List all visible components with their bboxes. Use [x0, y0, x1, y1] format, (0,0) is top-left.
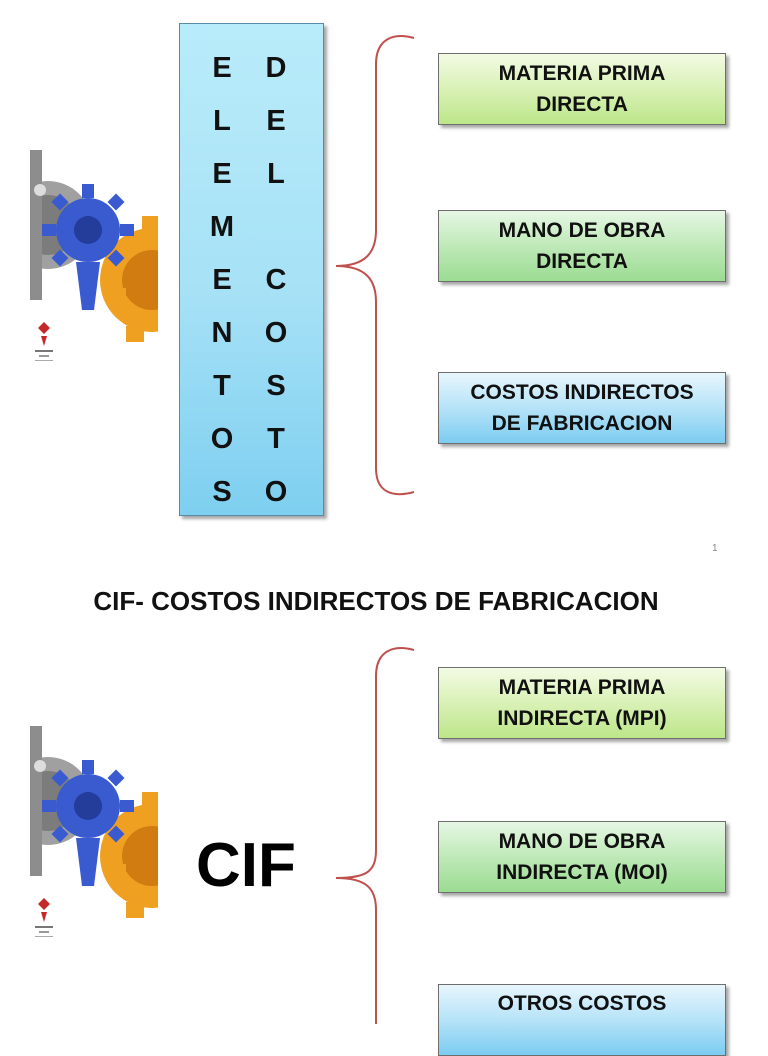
elementos-del-costo-box: E L E M E N T O S D E L C O S T O — [179, 23, 324, 516]
letter: N — [211, 317, 233, 349]
item-materia-prima-directa: MATERIA PRIMA DIRECTA — [438, 53, 726, 125]
letter: E — [212, 158, 232, 190]
item-mano-de-obra-indirecta: MANO DE OBRA INDIRECTA (MOI) — [438, 821, 726, 893]
item-materia-prima-indirecta: MATERIA PRIMA INDIRECTA (MPI) — [438, 667, 726, 739]
item-line: MANO DE OBRA — [498, 219, 666, 242]
curly-brace — [335, 647, 415, 1024]
gears-logo-image — [30, 150, 158, 372]
item-line: INDIRECTA (MOI) — [496, 861, 668, 884]
letter — [256, 201, 296, 254]
letter: M — [209, 211, 235, 243]
gears-logo-image — [30, 726, 158, 948]
cif-label: CIF — [196, 831, 296, 900]
letter: L — [267, 158, 285, 190]
item-mano-de-obra-directa: MANO DE OBRA DIRECTA — [438, 210, 726, 282]
letter: O — [264, 476, 288, 508]
brand-logo-icon — [35, 322, 53, 361]
item-line: MANO DE OBRA — [498, 830, 666, 853]
letter: S — [266, 370, 286, 402]
letter: E — [212, 264, 232, 296]
item-line: COSTOS INDIRECTOS — [470, 381, 694, 404]
page-number: 1 — [712, 543, 718, 554]
letter: O — [210, 423, 234, 455]
item-line: DE FABRICACION — [491, 412, 673, 435]
vertical-words-del-costo: D E L C O S T O — [256, 42, 296, 519]
item-line: OTROS COSTOS — [497, 992, 667, 1015]
curly-brace — [335, 35, 415, 496]
item-otros-costos: OTROS COSTOS — [438, 984, 726, 1056]
letter: S — [212, 476, 232, 508]
item-costos-indirectos: COSTOS INDIRECTOS DE FABRICACION — [438, 372, 726, 444]
letter: E — [212, 52, 232, 84]
letter: T — [213, 370, 231, 402]
slide-title: CIF- COSTOS INDIRECTOS DE FABRICACION — [93, 586, 659, 616]
letter: T — [267, 423, 285, 455]
letter: L — [213, 105, 231, 137]
slide-2: CIF- COSTOS INDIRECTOS DE FABRICACION — [0, 560, 768, 1056]
letter: O — [264, 317, 288, 349]
item-line: MATERIA PRIMA — [498, 62, 666, 85]
item-line: DIRECTA — [536, 250, 628, 273]
vertical-word-elementos: E L E M E N T O S — [202, 42, 242, 519]
letter: C — [265, 264, 287, 296]
item-line: INDIRECTA (MPI) — [497, 707, 667, 730]
letter: D — [265, 52, 287, 84]
slide-1: E L E M E N T O S D E L C O S T O MATERI… — [30, 23, 726, 554]
item-line: MATERIA PRIMA — [498, 676, 666, 699]
letter: E — [266, 105, 286, 137]
item-line: DIRECTA — [536, 93, 628, 116]
brand-logo-icon — [35, 898, 53, 937]
